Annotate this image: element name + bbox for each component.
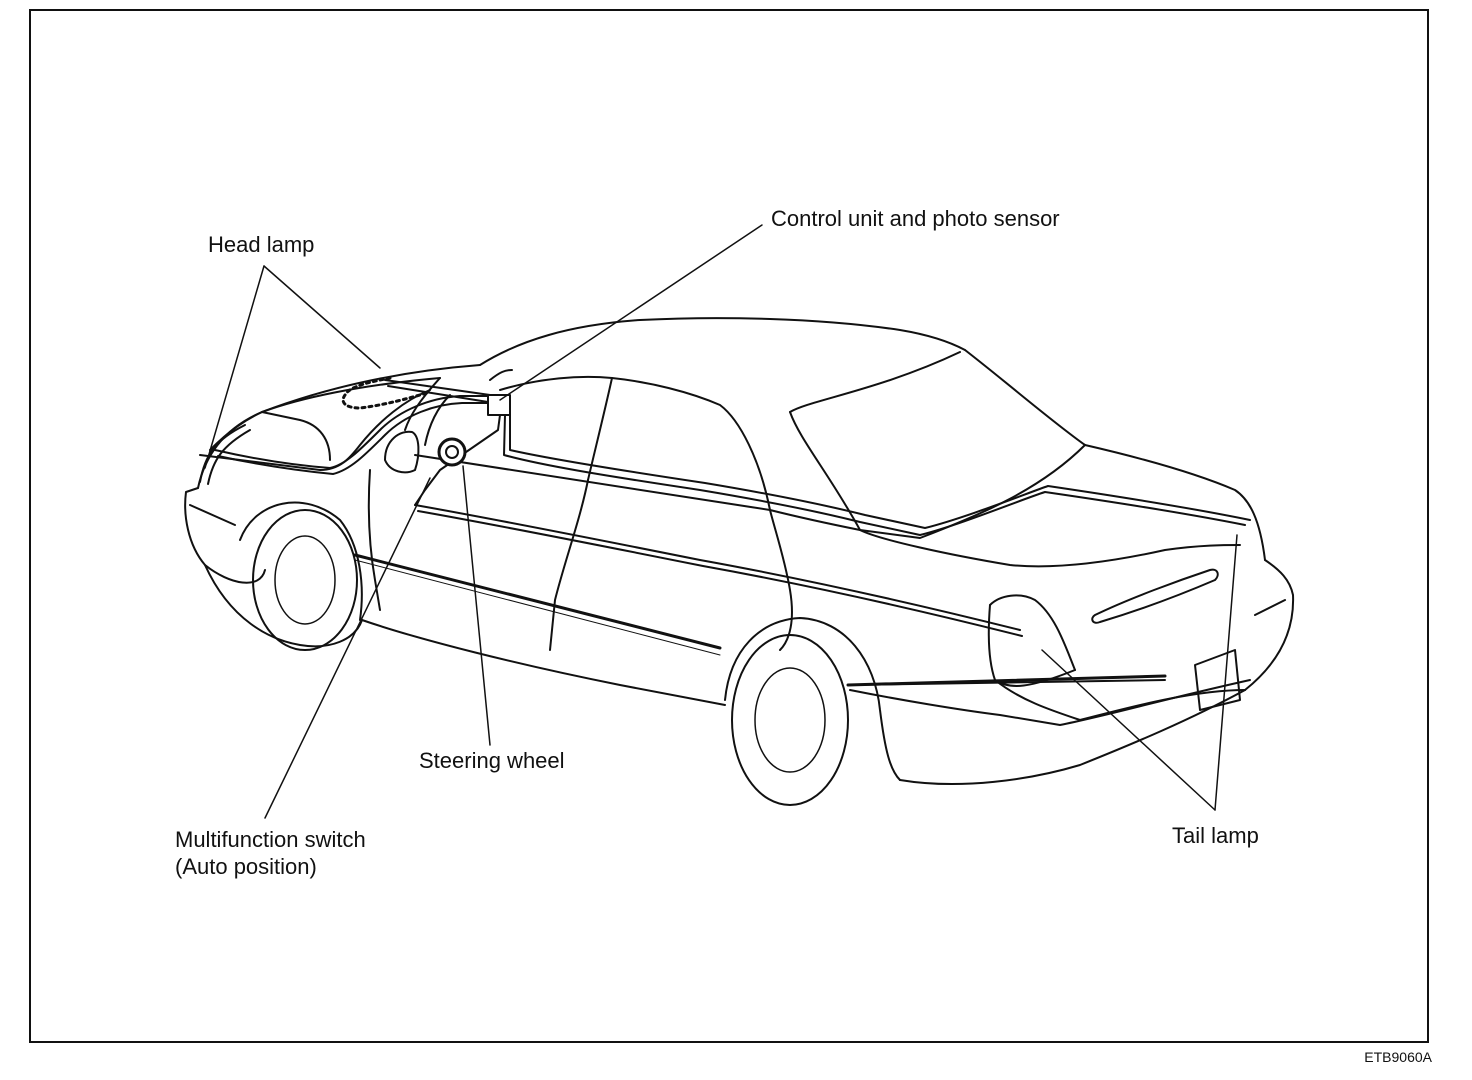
car-body-outline [184,317,1295,806]
multifunction-switch-label: Multifunction switch [175,827,366,852]
figure-code: ETB9060A [1364,1049,1432,1065]
tail-lamp-label: Tail lamp [1172,823,1259,848]
diagram-frame [29,9,1429,1043]
control-unit-label: Control unit and photo sensor [771,206,1060,231]
auto-position-label: (Auto position) [175,854,317,879]
leader-lines [204,224,1238,819]
wiring-harness [199,379,1251,637]
head-lamp-label: Head lamp [208,232,315,257]
headlamp-dotted-outline [341,376,432,410]
steering-wheel-label: Steering wheel [419,748,565,773]
